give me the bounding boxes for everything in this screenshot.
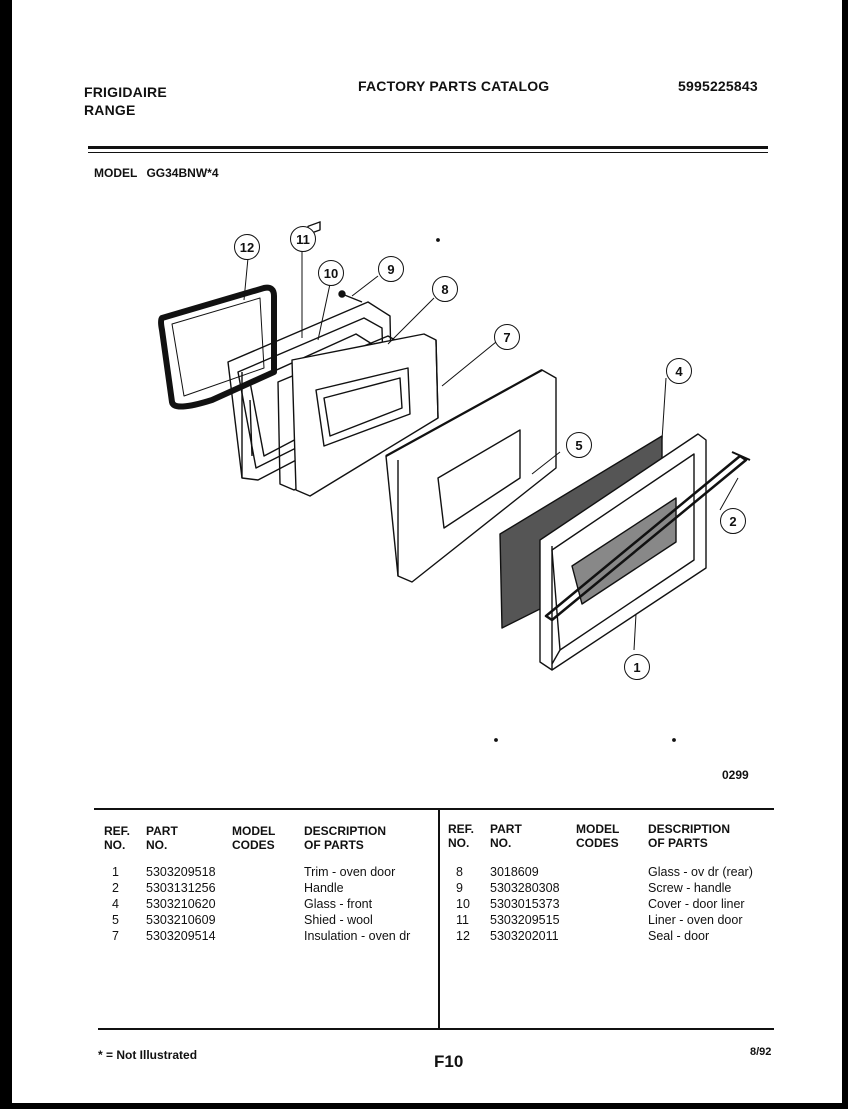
callout-9: 9 (378, 256, 404, 282)
product-type: RANGE (84, 102, 136, 118)
catalog-number: 5995225843 (678, 78, 758, 94)
brand-name: FRIGIDAIRE (84, 84, 167, 100)
model-line: MODEL GG34BNW*4 (94, 166, 219, 180)
header-ref-no-left: REF.NO. (104, 824, 131, 852)
callout-5: 5 (566, 432, 592, 458)
diagram-code: 0299 (722, 768, 749, 782)
model-number: GG34BNW*4 (146, 166, 219, 180)
callout-8: 8 (432, 276, 458, 302)
header-rule-thin (88, 152, 768, 153)
callout-4: 4 (666, 358, 692, 384)
model-label: MODEL (94, 166, 138, 180)
seal-door-part (158, 284, 277, 410)
insulation-panel-part (385, 369, 557, 583)
page-number: F10 (434, 1052, 464, 1071)
callout-7: 7 (494, 324, 520, 350)
catalog-title: FACTORY PARTS CATALOG (358, 78, 550, 94)
header-ref-no-right: REF.NO. (448, 822, 475, 850)
table-bottom-rule (98, 1028, 774, 1030)
catalog-page: FRIGIDAIRE RANGE FACTORY PARTS CATALOG 5… (12, 0, 842, 1103)
leader-lines (243, 250, 739, 651)
callout-10: 10 (318, 260, 344, 286)
header-rule (88, 146, 768, 149)
callout-2: 2 (720, 508, 746, 534)
callout-11: 11 (290, 226, 316, 252)
exploded-parts-diagram (158, 221, 751, 742)
inner-door-panel (291, 333, 439, 497)
table-center-divider (438, 808, 440, 1030)
callout-1: 1 (624, 654, 650, 680)
table-top-rule (94, 808, 774, 810)
callout-12: 12 (234, 234, 260, 260)
screw-handle-part (338, 290, 363, 303)
handle-part (544, 451, 751, 622)
catalog-date: 8/92 (750, 1046, 772, 1058)
not-illustrated-note: * = Not Illustrated (98, 1048, 198, 1062)
